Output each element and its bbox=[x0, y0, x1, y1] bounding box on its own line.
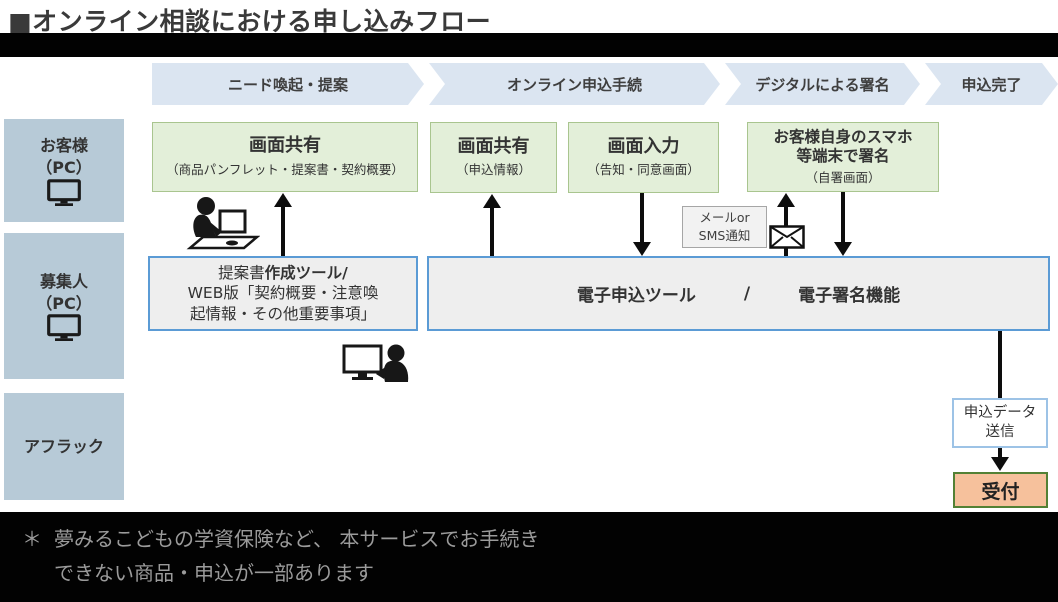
footnote-line2: できない商品・申込が一部あります bbox=[54, 561, 374, 585]
person-at-desk-icon bbox=[186, 197, 260, 250]
proposal-tool-line3: 起情報・その他重要事項」 bbox=[189, 304, 376, 323]
proposal-tool-line1-bold: 作成ツール/ bbox=[264, 264, 348, 283]
reception-label: 受付 bbox=[981, 480, 1020, 503]
box-subtitle: （申込情報） bbox=[455, 162, 531, 178]
notification-box: メールor SMS通知 bbox=[682, 206, 767, 248]
notification-line2: SMS通知 bbox=[698, 228, 751, 243]
footnote-line1: 夢みるこどもの学資保険など、 本サービスでお手続き bbox=[54, 527, 540, 551]
lane-label: アフラック bbox=[23, 436, 104, 456]
box-screen-share-2: 画面共有 （申込情報） bbox=[430, 122, 557, 193]
lane-agent: 募集人 （PC） bbox=[4, 233, 124, 379]
phase-digital-signature: デジタルによる署名 bbox=[725, 63, 920, 105]
lane-customer: お客様 （PC） bbox=[4, 119, 124, 222]
monitor-icon bbox=[47, 178, 81, 206]
arrow-down-send-to-reception bbox=[990, 448, 1010, 471]
lane-sublabel: （PC） bbox=[36, 158, 92, 177]
connector-line bbox=[998, 331, 1002, 398]
e-apply-tool-label: 電子申込ツール bbox=[576, 286, 696, 306]
box-title-line1: お客様自身のスマホ bbox=[773, 127, 913, 146]
top-divider-bar bbox=[0, 33, 1058, 57]
e-signature-label: 電子署名機能 bbox=[798, 286, 901, 306]
proposal-tool-line1: 提案書作成ツール/ bbox=[218, 263, 348, 283]
box-title-line2: 等端末で署名 bbox=[796, 146, 890, 165]
box-title: 画面共有 bbox=[249, 135, 321, 157]
proposal-tool-line1-regular: 提案書 bbox=[218, 264, 265, 283]
phase-band: ニード喚起・提案 オンライン申込手続 デジタルによる署名 申込完了 bbox=[152, 63, 1058, 105]
monitor-icon bbox=[47, 314, 81, 342]
phase-needs-proposal: ニード喚起・提案 bbox=[152, 63, 424, 105]
send-data-line2: 送信 bbox=[985, 424, 1015, 440]
lane-sublabel: （PC） bbox=[36, 293, 92, 313]
arrow-up-proposal-to-share bbox=[273, 193, 293, 256]
proposal-tool-line2: WEB版「契約概要・注意喚 bbox=[187, 284, 379, 303]
arrow-up-tool-to-share bbox=[482, 194, 502, 256]
send-data-line1: 申込データ bbox=[963, 405, 1037, 422]
box-proposal-tool: 提案書作成ツール/ WEB版「契約概要・注意喚 起情報・その他重要事項」 bbox=[148, 256, 418, 331]
notification-line1: メールor bbox=[699, 209, 750, 225]
phase-label: オンライン申込手続 bbox=[506, 75, 642, 94]
box-send-application-data: 申込データ 送信 bbox=[952, 398, 1048, 448]
footnote-marker: ＊ bbox=[22, 527, 42, 551]
e-tool-separator: / bbox=[743, 283, 751, 304]
box-subtitle: （自署画面） bbox=[805, 170, 881, 186]
box-reception: 受付 bbox=[953, 472, 1048, 508]
box-e-application-tool: 電子申込ツール / 電子署名機能 bbox=[427, 256, 1050, 331]
box-title: 画面共有 bbox=[457, 135, 530, 157]
lane-aflac: アフラック bbox=[4, 393, 124, 500]
footer-band: ＊ 夢みるこどもの学資保険など、 本サービスでお手続き できない商品・申込が一部… bbox=[0, 512, 1058, 602]
lane-label: 募集人 bbox=[39, 271, 88, 291]
phase-complete: 申込完了 bbox=[925, 63, 1058, 105]
envelope-icon bbox=[769, 225, 805, 249]
box-subtitle: （告知・同意画面） bbox=[587, 162, 700, 178]
phase-label: 申込完了 bbox=[961, 75, 1022, 94]
box-title: 画面入力 bbox=[607, 135, 680, 157]
phase-label: デジタルによる署名 bbox=[755, 75, 890, 94]
person-with-monitor-icon bbox=[342, 344, 409, 382]
box-smartphone-sign: お客様自身のスマホ 等端末で署名 （自署画面） bbox=[747, 122, 939, 192]
box-screen-input: 画面入力 （告知・同意画面） bbox=[568, 122, 719, 193]
lane-label: お客様 bbox=[39, 136, 88, 156]
arrow-down-input-to-tool bbox=[632, 193, 652, 256]
footnote: ＊ 夢みるこどもの学資保険など、 本サービスでお手続き できない商品・申込が一部… bbox=[22, 522, 539, 590]
box-screen-share-1: 画面共有 （商品パンフレット・提案書・契約概要） bbox=[152, 122, 418, 192]
arrow-down-sign-to-tool bbox=[833, 192, 853, 256]
phase-label: ニード喚起・提案 bbox=[227, 75, 348, 94]
footnote-text: 夢みるこどもの学資保険など、 本サービスでお手続き できない商品・申込が一部あり… bbox=[54, 522, 539, 590]
box-subtitle: （商品パンフレット・提案書・契約概要） bbox=[166, 161, 404, 177]
phase-online-application: オンライン申込手続 bbox=[429, 63, 720, 105]
page-title: ■オンライン相談における申し込みフロー bbox=[8, 7, 492, 36]
